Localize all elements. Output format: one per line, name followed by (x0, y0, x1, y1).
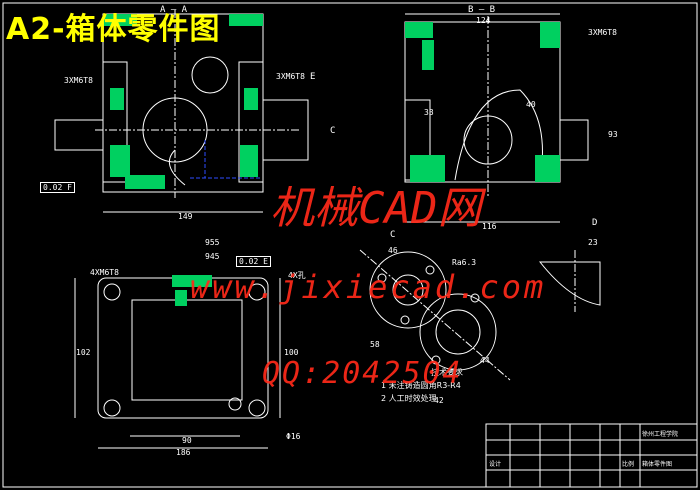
section-aa-hatch (103, 14, 263, 189)
dim-955: 955 (205, 238, 220, 247)
technical-requirements: 技术要求 1 未注铸造圆角R3-R4 2 人工时效处理 (381, 366, 463, 405)
dim-16: Φ16 (286, 432, 301, 441)
tech-item-1: 1 未注铸造圆角R3-R4 (381, 381, 461, 390)
dim-42: 42 (434, 396, 444, 405)
section-bb-view (404, 13, 589, 223)
watermark-url: www.jixiecad.com (190, 268, 547, 306)
title-block (485, 423, 698, 488)
dim-44: 44 (480, 356, 490, 365)
thread-bb-label: 3XM6T8 (588, 28, 617, 37)
roughness-label: Ra6.3 (452, 258, 477, 267)
thread-right-label: 3XM6T8 (276, 72, 305, 81)
thread-left-label: 3XM6T8 (64, 76, 93, 85)
drawing-title: A2-箱体零件图 (6, 12, 221, 47)
section-aa-label: A — A (160, 5, 188, 15)
tech-heading: 技术要求 (431, 368, 463, 377)
dim-plan-height: 102 (76, 348, 91, 357)
view-c-label: C (390, 230, 396, 240)
section-bb-hatch (405, 22, 560, 182)
dim-plan-inner: 90 (182, 436, 192, 445)
tech-item-2: 2 人工时效处理 (381, 394, 437, 403)
section-aa-view (54, 10, 309, 213)
view-d-label: D (592, 218, 598, 228)
dim-bottom-aa: 149 (178, 212, 193, 221)
watermark-site-name: 机械CAD网 (270, 183, 482, 234)
dim-945: 945 (205, 252, 220, 261)
dim-58: 58 (370, 340, 380, 349)
hole-4x-label: 4XM6T8 (90, 268, 119, 277)
title-block-design: 设计 (489, 461, 502, 468)
title-block-school: 徐州工程学院 (642, 431, 679, 438)
hole-4x-right-label: 4X孔 (288, 271, 306, 280)
dim-33: 33 (424, 108, 434, 117)
dim-46: 46 (388, 246, 398, 255)
watermark-qq: QQ:2042504 (262, 356, 463, 391)
dim-plan-height-2: 100 (284, 348, 299, 357)
dim-40: 40 (526, 100, 536, 109)
title-block-drawing-name: 箱体零件图 (642, 461, 673, 468)
tolerance-aa: 0.02 F (40, 182, 75, 193)
dim-top-bb: 124 (476, 16, 491, 25)
view-c (359, 249, 511, 381)
title-block-scale: 比例 (622, 461, 635, 468)
dim-93: 93 (608, 130, 618, 139)
plan-view-hatch (172, 275, 212, 306)
dim-plan-width: 186 (176, 448, 191, 457)
arrow-e-label: E (310, 72, 316, 82)
arrow-c-label: C (330, 126, 336, 136)
tolerance-plan: 0.02 E (236, 256, 271, 267)
dim-23: 23 (588, 238, 598, 247)
view-d (538, 250, 601, 312)
section-bb-label: B — B (468, 5, 496, 15)
section-aa-hidden (190, 140, 262, 179)
dim-bottom-bb: 116 (482, 222, 497, 231)
